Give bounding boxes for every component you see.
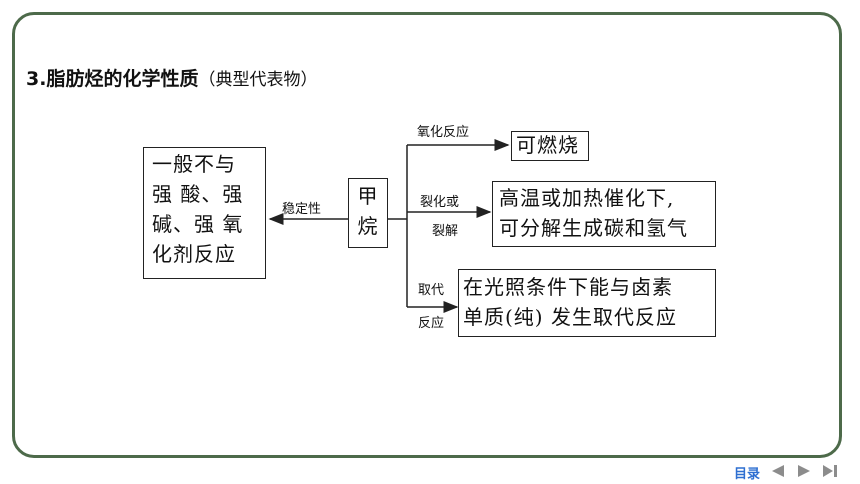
substitution-result-line: 单质(纯) 发生取代反应 [463, 305, 677, 329]
oxidation-label: 氧化反应 [417, 125, 470, 140]
substitution-label-2: 反应 [418, 316, 445, 331]
methane-box: 甲 烷 [348, 178, 388, 248]
prev-icon[interactable] [770, 464, 786, 478]
substitution-result-box: 在光照条件下能与卤素 单质(纯) 发生取代反应 [458, 269, 716, 337]
section-title: 3.脂肪烃的化学性质（典型代表物） [26, 64, 317, 91]
cracking-result-line: 高温或加热催化下, [499, 186, 675, 210]
cracking-result-line: 可分解生成碳和氢气 [499, 216, 688, 240]
cracking-label-1: 裂化或 [420, 195, 460, 210]
stability-label: 稳定性 [282, 202, 322, 217]
toc-link[interactable]: 目录 [734, 467, 761, 482]
title-number: 3 [26, 68, 40, 90]
stability-result-line: 碱、强 氧 [152, 212, 244, 236]
substitution-result-line: 在光照条件下能与卤素 [463, 275, 673, 299]
oxidation-result-box: 可燃烧 [511, 131, 589, 161]
next-icon[interactable] [796, 464, 812, 478]
stability-result-line: 强 酸、强 [152, 182, 244, 206]
cracking-result-box: 高温或加热催化下, 可分解生成碳和氢气 [492, 181, 716, 247]
methane-line2: 烷 [357, 214, 379, 238]
substitution-label-1: 取代 [418, 283, 445, 298]
slide-frame [12, 12, 842, 458]
title-paren: （典型代表物） [198, 70, 318, 90]
stability-result-line: 一般不与 [152, 152, 236, 176]
stability-result-line: 化剂反应 [152, 242, 236, 266]
title-text: .脂肪烃的化学性质 [39, 68, 199, 90]
methane-line1: 甲 [357, 184, 379, 208]
stability-result-box: 一般不与 强 酸、强 碱、强 氧 化剂反应 [143, 147, 266, 279]
last-page-icon[interactable] [821, 464, 839, 478]
cracking-label-2: 裂解 [432, 224, 459, 239]
